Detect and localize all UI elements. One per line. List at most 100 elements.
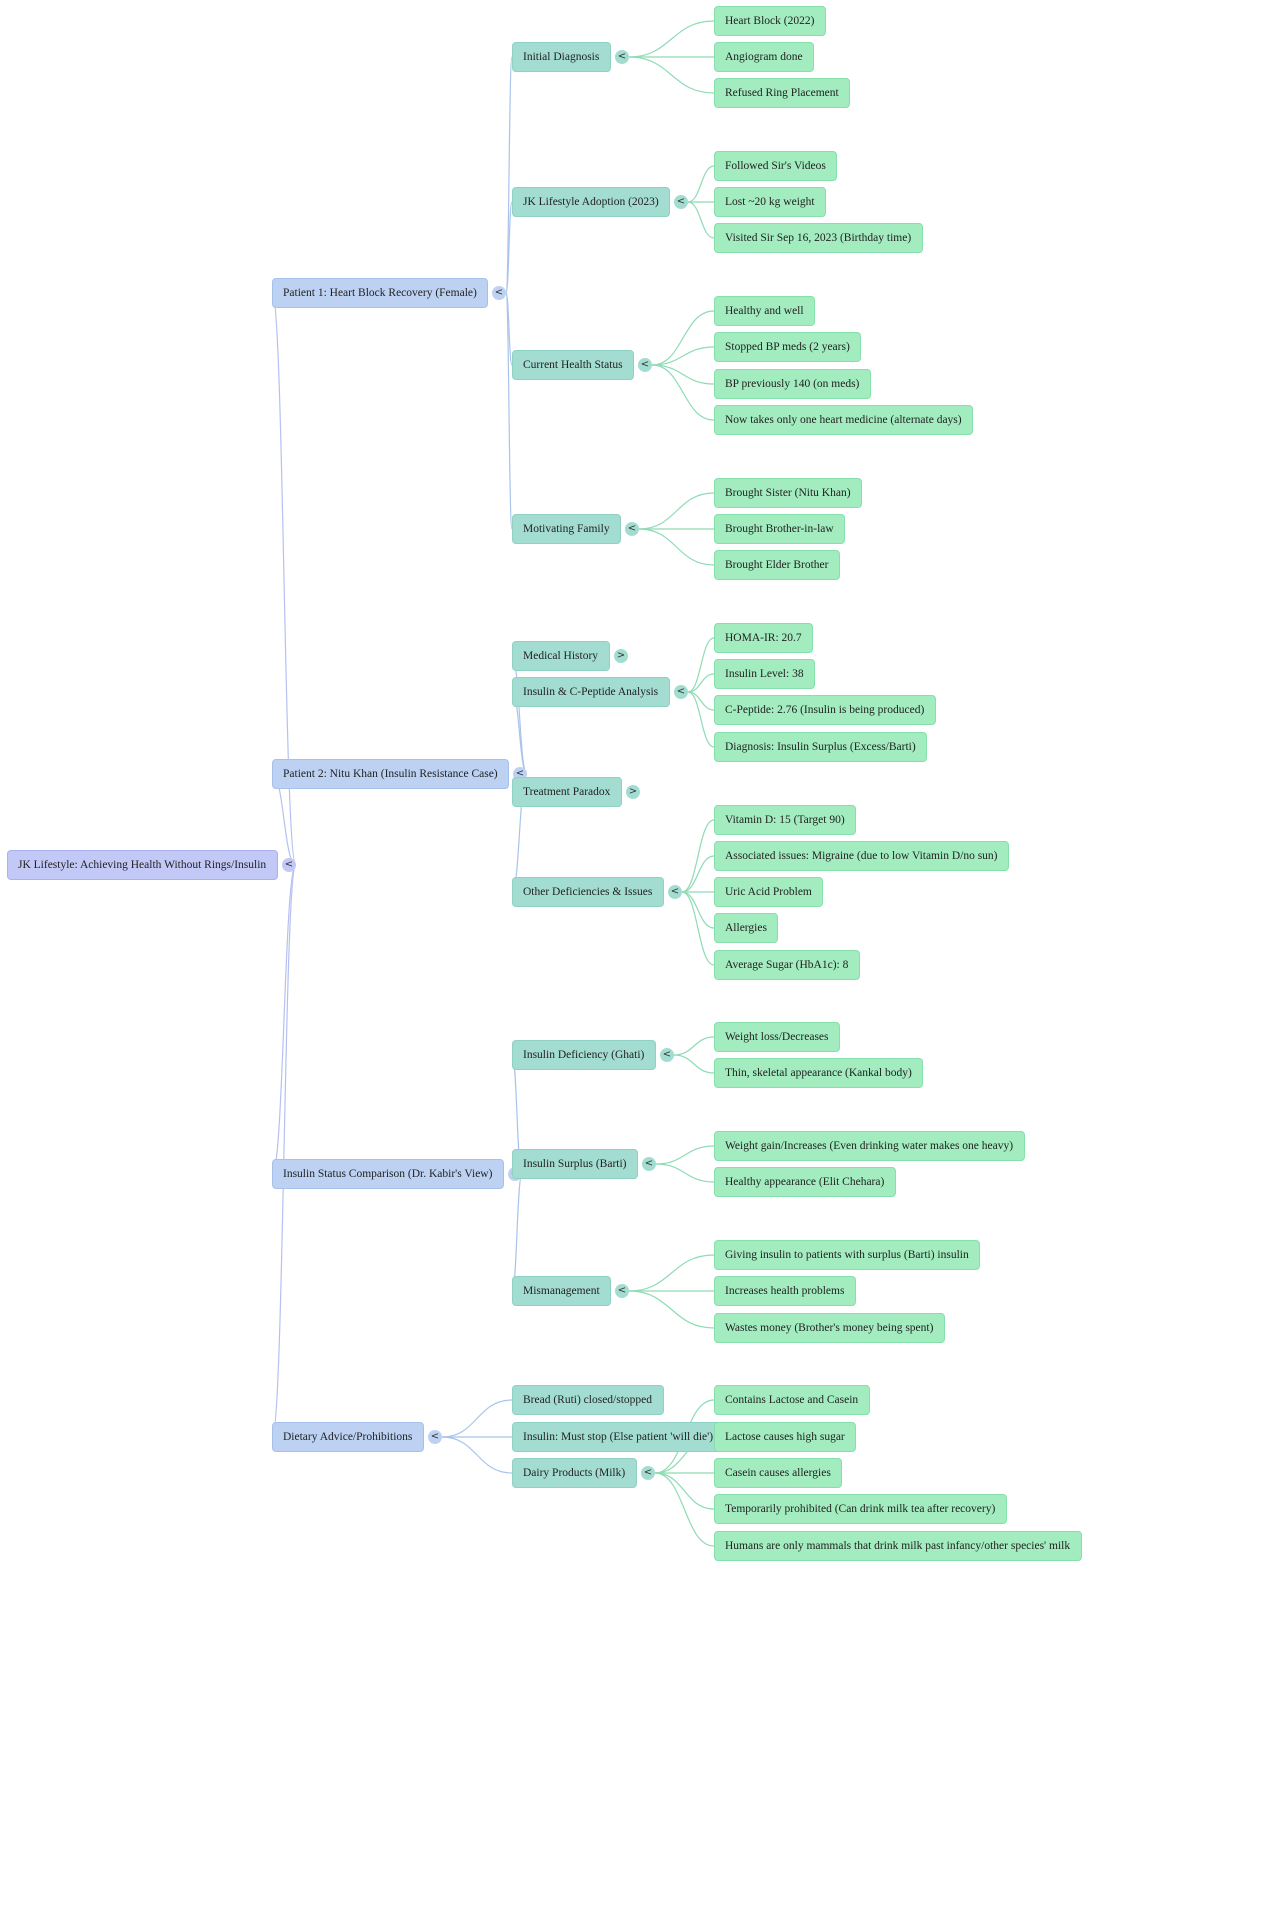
leaf-contains-lactose-and-casein[interactable]: Contains Lactose and Casein bbox=[714, 1385, 870, 1415]
topic-bread-ruti-closed-stopped[interactable]: Bread (Ruti) closed/stopped bbox=[512, 1385, 664, 1415]
edge-branch-to-topic bbox=[505, 292, 513, 530]
topic-mismanagement[interactable]: Mismanagement bbox=[512, 1276, 611, 1306]
toggle-insulin-deficiency-ghati[interactable]: < bbox=[660, 1048, 674, 1062]
toggle-medical-history[interactable]: > bbox=[614, 649, 628, 663]
toggle-insulin-c-peptide-analysis[interactable]: < bbox=[674, 685, 688, 699]
topic-current-health-status[interactable]: Current Health Status bbox=[512, 350, 634, 380]
leaf-allergies[interactable]: Allergies bbox=[714, 913, 778, 943]
edge-topic-to-leaf bbox=[651, 364, 715, 421]
leaf-healthy-and-well[interactable]: Healthy and well bbox=[714, 296, 815, 326]
leaf-casein-causes-allergies[interactable]: Casein causes allergies bbox=[714, 1458, 842, 1488]
edge-topic-to-leaf bbox=[673, 1054, 715, 1074]
topic-insulin-must-stop-else-patient-will-die[interactable]: Insulin: Must stop (Else patient 'will d… bbox=[512, 1422, 725, 1452]
leaf-temporarily-prohibited-can-drink-milk-te[interactable]: Temporarily prohibited (Can drink milk t… bbox=[714, 1494, 1007, 1524]
leaf-diagnosis-insulin-surplus-excess-barti[interactable]: Diagnosis: Insulin Surplus (Excess/Barti… bbox=[714, 732, 927, 762]
topic-other-deficiencies-issues[interactable]: Other Deficiencies & Issues bbox=[512, 877, 664, 907]
edge-topic-to-leaf bbox=[687, 201, 715, 239]
toggle-dairy-products-milk[interactable]: < bbox=[641, 1466, 655, 1480]
leaf-heart-block-2022[interactable]: Heart Block (2022) bbox=[714, 6, 826, 36]
edge-topic-to-leaf bbox=[687, 673, 715, 693]
leaf-insulin-level-38[interactable]: Insulin Level: 38 bbox=[714, 659, 815, 689]
edge-topic-to-leaf bbox=[687, 691, 715, 748]
topic-medical-history[interactable]: Medical History bbox=[512, 641, 610, 671]
edge-topic-to-leaf bbox=[628, 1254, 715, 1292]
topic-jk-lifestyle-adoption-2023[interactable]: JK Lifestyle Adoption (2023) bbox=[512, 187, 670, 217]
edge-topic-to-leaf bbox=[681, 819, 715, 893]
branch-patient-1-heart-block-recovery-female[interactable]: Patient 1: Heart Block Recovery (Female) bbox=[272, 278, 488, 308]
leaf-healthy-appearance-elit-chehara[interactable]: Healthy appearance (Elit Chehara) bbox=[714, 1167, 896, 1197]
edge-topic-to-leaf bbox=[654, 1472, 715, 1510]
root-collapse-toggle[interactable]: < bbox=[282, 858, 296, 872]
edge-topic-to-leaf bbox=[654, 1472, 715, 1547]
edge-topic-to-leaf bbox=[628, 56, 715, 94]
toggle-motivating-family[interactable]: < bbox=[625, 522, 639, 536]
leaf-brought-sister-nitu-khan[interactable]: Brought Sister (Nitu Khan) bbox=[714, 478, 862, 508]
leaf-thin-skeletal-appearance-kankal-body[interactable]: Thin, skeletal appearance (Kankal body) bbox=[714, 1058, 923, 1088]
edge-topic-to-leaf bbox=[651, 310, 715, 366]
leaf-lactose-causes-high-sugar[interactable]: Lactose causes high sugar bbox=[714, 1422, 856, 1452]
toggle-insulin-surplus-barti[interactable]: < bbox=[642, 1157, 656, 1171]
edge-topic-to-leaf bbox=[638, 528, 715, 566]
edge-topic-to-leaf bbox=[655, 1163, 715, 1183]
leaf-angiogram-done[interactable]: Angiogram done bbox=[714, 42, 814, 72]
toggle-dietary-advice-prohibitions[interactable]: < bbox=[428, 1430, 442, 1444]
leaf-associated-issues-migraine-due-to-low-vi[interactable]: Associated issues: Migraine (due to low … bbox=[714, 841, 1009, 871]
branch-insulin-status-comparison-dr-kabir-s-vie[interactable]: Insulin Status Comparison (Dr. Kabir's V… bbox=[272, 1159, 504, 1189]
leaf-stopped-bp-meds-2-years[interactable]: Stopped BP meds (2 years) bbox=[714, 332, 861, 362]
edge-topic-to-leaf bbox=[681, 891, 715, 966]
leaf-homa-ir-20-7[interactable]: HOMA-IR: 20.7 bbox=[714, 623, 813, 653]
topic-insulin-surplus-barti[interactable]: Insulin Surplus (Barti) bbox=[512, 1149, 638, 1179]
leaf-giving-insulin-to-patients-with-surplus-[interactable]: Giving insulin to patients with surplus … bbox=[714, 1240, 980, 1270]
leaf-humans-are-only-mammals-that-drink-milk-[interactable]: Humans are only mammals that drink milk … bbox=[714, 1531, 1082, 1561]
leaf-vitamin-d-15-target-90[interactable]: Vitamin D: 15 (Target 90) bbox=[714, 805, 856, 835]
leaf-brought-elder-brother[interactable]: Brought Elder Brother bbox=[714, 550, 840, 580]
toggle-jk-lifestyle-adoption-2023[interactable]: < bbox=[674, 195, 688, 209]
leaf-average-sugar-hba1c-8[interactable]: Average Sugar (HbA1c): 8 bbox=[714, 950, 860, 980]
leaf-weight-gain-increases-even-drinking-wate[interactable]: Weight gain/Increases (Even drinking wat… bbox=[714, 1131, 1025, 1161]
topic-motivating-family[interactable]: Motivating Family bbox=[512, 514, 621, 544]
leaf-brought-brother-in-law[interactable]: Brought Brother-in-law bbox=[714, 514, 845, 544]
edge-topic-to-leaf bbox=[687, 165, 715, 203]
leaf-weight-loss-decreases[interactable]: Weight loss/Decreases bbox=[714, 1022, 840, 1052]
toggle-current-health-status[interactable]: < bbox=[638, 358, 652, 372]
topic-dairy-products-milk[interactable]: Dairy Products (Milk) bbox=[512, 1458, 637, 1488]
root-node[interactable]: JK Lifestyle: Achieving Health Without R… bbox=[7, 850, 278, 880]
leaf-increases-health-problems[interactable]: Increases health problems bbox=[714, 1276, 856, 1306]
leaf-c-peptide-2-76-insulin-is-being-produced[interactable]: C-Peptide: 2.76 (Insulin is being produc… bbox=[714, 695, 936, 725]
leaf-refused-ring-placement[interactable]: Refused Ring Placement bbox=[714, 78, 850, 108]
edge-topic-to-leaf bbox=[681, 891, 715, 929]
topic-treatment-paradox[interactable]: Treatment Paradox bbox=[512, 777, 622, 807]
topic-insulin-c-peptide-analysis[interactable]: Insulin & C-Peptide Analysis bbox=[512, 677, 670, 707]
edge-root-to-branch bbox=[271, 292, 297, 866]
leaf-wastes-money-brother-s-money-being-spent[interactable]: Wastes money (Brother's money being spen… bbox=[714, 1313, 945, 1343]
edge-branch-to-topic bbox=[505, 292, 513, 366]
edge-topic-to-leaf bbox=[673, 1036, 715, 1056]
edge-topic-to-leaf bbox=[628, 1290, 715, 1329]
branch-dietary-advice-prohibitions[interactable]: Dietary Advice/Prohibitions bbox=[272, 1422, 424, 1452]
branch-patient-2-nitu-khan-insulin-resistance-c[interactable]: Patient 2: Nitu Khan (Insulin Resistance… bbox=[272, 759, 509, 789]
topic-initial-diagnosis[interactable]: Initial Diagnosis bbox=[512, 42, 611, 72]
toggle-other-deficiencies-issues[interactable]: < bbox=[668, 885, 682, 899]
edge-topic-to-leaf bbox=[628, 20, 715, 58]
edge-topic-to-leaf bbox=[687, 637, 715, 693]
edge-branch-to-topic bbox=[505, 201, 513, 294]
leaf-lost-20-kg-weight[interactable]: Lost ~20 kg weight bbox=[714, 187, 826, 217]
topic-insulin-deficiency-ghati[interactable]: Insulin Deficiency (Ghati) bbox=[512, 1040, 656, 1070]
toggle-patient-1-heart-block-recovery-female[interactable]: < bbox=[492, 286, 506, 300]
edge-branch-to-topic bbox=[511, 655, 528, 775]
edge-topic-to-leaf bbox=[651, 364, 715, 385]
leaf-visited-sir-sep-16-2023-birthday-time[interactable]: Visited Sir Sep 16, 2023 (Birthday time) bbox=[714, 223, 923, 253]
leaf-bp-previously-140-on-meds[interactable]: BP previously 140 (on meds) bbox=[714, 369, 871, 399]
edge-branch-to-topic bbox=[511, 1173, 523, 1292]
edge-topic-to-leaf bbox=[638, 492, 715, 530]
leaf-followed-sir-s-videos[interactable]: Followed Sir's Videos bbox=[714, 151, 837, 181]
edge-root-to-branch bbox=[271, 864, 297, 1438]
toggle-treatment-paradox[interactable]: > bbox=[626, 785, 640, 799]
leaf-uric-acid-problem[interactable]: Uric Acid Problem bbox=[714, 877, 823, 907]
edge-branch-to-topic bbox=[441, 1399, 513, 1438]
leaf-now-takes-only-one-heart-medicine-altern[interactable]: Now takes only one heart medicine (alter… bbox=[714, 405, 973, 435]
toggle-mismanagement[interactable]: < bbox=[615, 1284, 629, 1298]
edge-branch-to-topic bbox=[441, 1436, 513, 1474]
toggle-initial-diagnosis[interactable]: < bbox=[615, 50, 629, 64]
